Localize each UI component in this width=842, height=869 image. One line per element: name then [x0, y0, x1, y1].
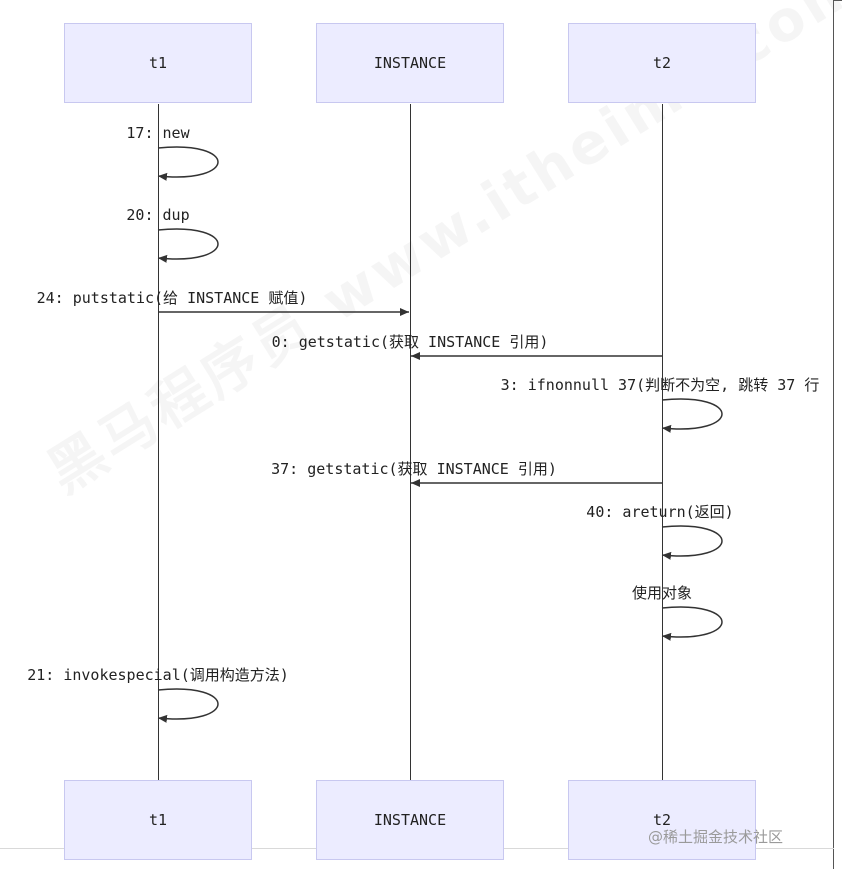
message-9: 21: invokespecial(调用构造方法): [27, 666, 289, 723]
lifeline-t2: [662, 104, 663, 780]
self-message-loop: [661, 398, 723, 433]
message-label: 20: dup: [126, 206, 189, 224]
message-7: 40: areturn(返回): [586, 503, 734, 560]
message-label: 17: new: [126, 124, 190, 142]
participant-t1-bottom: t1: [64, 780, 252, 860]
participant-t2-bottom: t2: [568, 780, 756, 860]
participant-t1-top: t1: [64, 23, 252, 103]
message-label: 3: ifnonnull 37(判断不为空, 跳转 37 行: [501, 376, 820, 394]
frame-right-border: [833, 0, 834, 869]
message-6: 37: getstatic(获取 INSTANCE 引用): [271, 460, 662, 487]
participant-instance-bottom: INSTANCE: [316, 780, 504, 860]
message-5: 3: ifnonnull 37(判断不为空, 跳转 37 行: [501, 376, 820, 433]
participant-t2-top: t2: [568, 23, 756, 103]
message-label: 24: putstatic(给 INSTANCE 赋值): [37, 289, 308, 307]
sequence-diagram: 17: new 20: dup 24: putstatic(给 INSTANCE 赋…: [27, 124, 820, 723]
message-8: 使用对象: [632, 584, 723, 641]
participant-instance-top: INSTANCE: [316, 23, 504, 103]
frame-top-tick: [833, 0, 842, 1]
message-label: 21: invokespecial(调用构造方法): [27, 666, 289, 684]
message-label: 40: areturn(返回): [586, 503, 733, 521]
self-message-loop: [157, 228, 219, 263]
lifeline-instance: [410, 104, 411, 780]
site-watermark: @稀土掘金技术社区: [648, 828, 784, 846]
lifeline-t1: [158, 104, 159, 780]
message-label: 使用对象: [632, 584, 692, 602]
message-label: 0: getstatic(获取 INSTANCE 引用): [272, 333, 549, 351]
message-label: 37: getstatic(获取 INSTANCE 引用): [271, 460, 557, 478]
self-message-loop: [661, 606, 723, 641]
message-3: 24: putstatic(给 INSTANCE 赋值): [37, 289, 409, 316]
message-1: 17: new: [126, 124, 219, 181]
self-message-loop: [157, 146, 219, 181]
message-2: 20: dup: [126, 206, 219, 263]
self-message-loop: [661, 525, 723, 560]
message-4: 0: getstatic(获取 INSTANCE 引用): [272, 333, 662, 360]
self-message-loop: [157, 688, 219, 723]
